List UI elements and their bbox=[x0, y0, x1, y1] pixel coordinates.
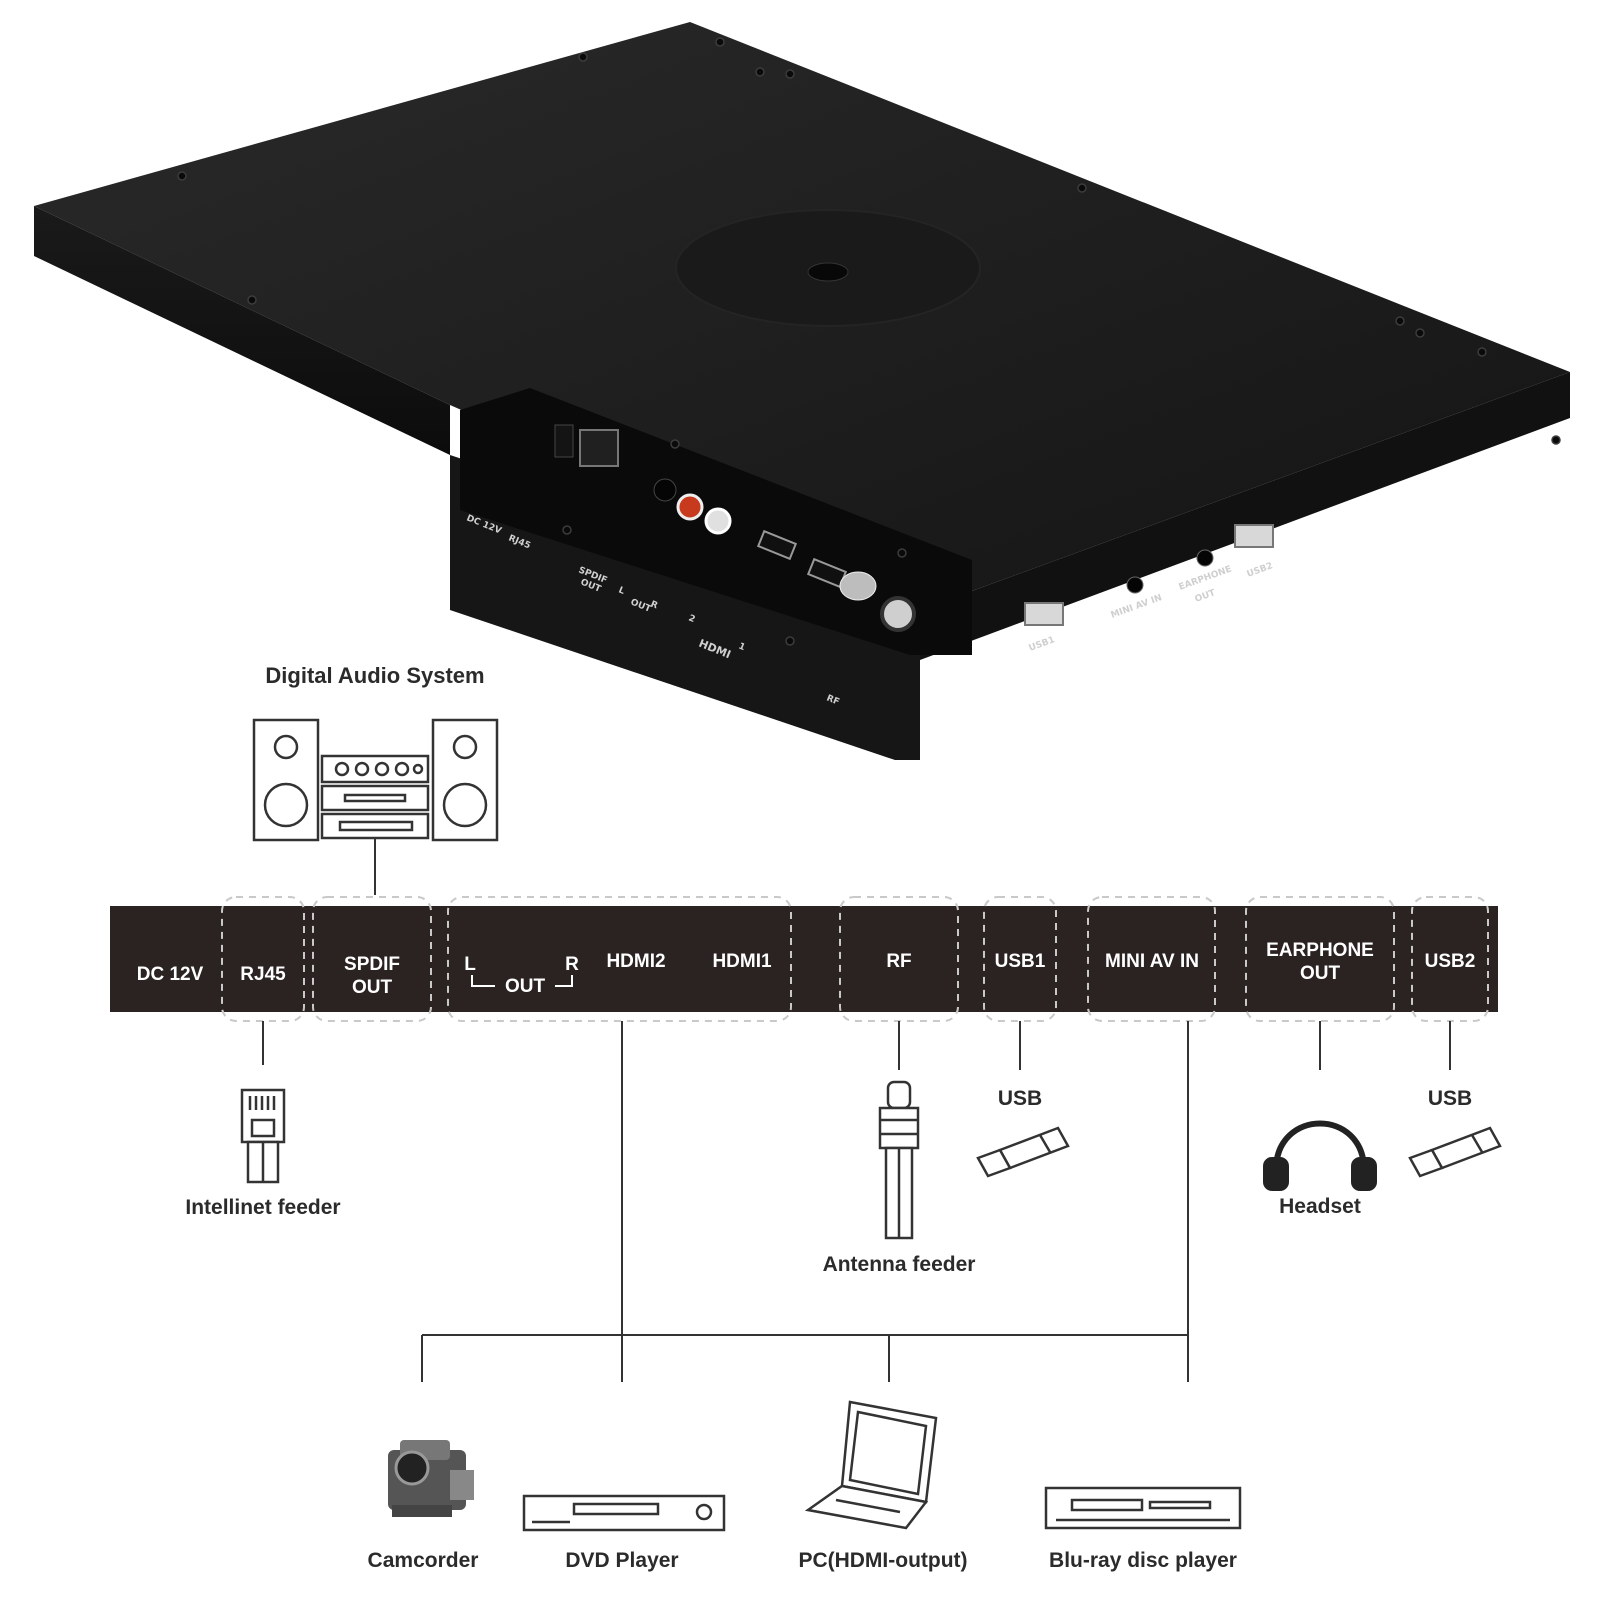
bar-label-spdif-1: SPDIF bbox=[344, 954, 400, 975]
spdif-jack bbox=[653, 478, 677, 502]
mount-center-screw bbox=[807, 262, 849, 282]
port-bar bbox=[110, 906, 1498, 1012]
intellinet-feeder-label: Intellinet feeder bbox=[185, 1196, 340, 1219]
bar-label-rj45: RJ45 bbox=[240, 964, 286, 985]
port-group-boxes bbox=[221, 896, 1489, 1022]
bluray-player-icon bbox=[1044, 1486, 1242, 1530]
camcorder-icon bbox=[388, 1440, 474, 1517]
usb-left-label: USB bbox=[998, 1087, 1042, 1110]
bar-label-earphone-1: EARPHONE bbox=[1266, 940, 1374, 961]
bar-label-hdmi2: HDMI2 bbox=[606, 951, 665, 972]
device-left-side bbox=[34, 206, 450, 455]
device-label-hdmi-2: 2 bbox=[687, 614, 697, 626]
camcorder-label: Camcorder bbox=[368, 1549, 479, 1572]
usb-right-label: USB bbox=[1428, 1087, 1472, 1110]
device-ports bbox=[554, 424, 1274, 632]
antenna-feeder-label: Antenna feeder bbox=[823, 1253, 976, 1276]
usb2-jack bbox=[1234, 524, 1274, 548]
bluray-label: Blu-ray disc player bbox=[1049, 1549, 1237, 1572]
bar-label-usb2: USB2 bbox=[1425, 951, 1476, 972]
device-screws bbox=[177, 37, 1561, 646]
bar-label-out-l: L bbox=[464, 954, 476, 975]
device-label-rf: RF bbox=[825, 694, 841, 708]
bar-label-out-r: R bbox=[565, 954, 579, 975]
bar-label-rf: RF bbox=[886, 951, 911, 972]
bar-label-dc: DC 12V bbox=[137, 964, 204, 985]
device-right-side bbox=[920, 372, 1570, 660]
device-label-hdmi-1: 1 bbox=[737, 642, 747, 654]
earphone-jack bbox=[1196, 549, 1214, 567]
bar-label-earphone-2: OUT bbox=[1300, 963, 1341, 984]
audio-system-title: Digital Audio System bbox=[265, 663, 484, 688]
port-bar-labels: DC 12V RJ45 SPDIF OUT L OUT R HDMI2 HDMI… bbox=[137, 940, 1476, 998]
group-box-spdif bbox=[312, 896, 432, 1022]
rj45-jack bbox=[579, 429, 619, 467]
rf-connector bbox=[880, 596, 916, 632]
rj45-plug-icon bbox=[240, 1088, 286, 1184]
dvd-player-label: DVD Player bbox=[565, 1549, 678, 1572]
usb-stick-left-icon bbox=[976, 1126, 1070, 1178]
mini-av-jack bbox=[1126, 576, 1144, 594]
group-box-out-hdmi bbox=[447, 896, 792, 1022]
antenna-plug-icon bbox=[878, 1080, 920, 1240]
device-label-earphone-1: EARPHONE bbox=[1178, 564, 1234, 592]
rf-connector-thread bbox=[839, 571, 877, 601]
bar-label-spdif-2: OUT bbox=[352, 977, 393, 998]
rca-right-jack bbox=[704, 507, 732, 535]
device-label-usb1: USB1 bbox=[1028, 635, 1057, 654]
device-label-earphone-2: OUT bbox=[1194, 588, 1218, 605]
dc-jack bbox=[554, 424, 574, 458]
headset-label: Headset bbox=[1279, 1195, 1361, 1218]
device-label-usb2: USB2 bbox=[1246, 561, 1275, 580]
hdmi2-jack bbox=[756, 529, 798, 561]
connector-lines bbox=[262, 1021, 1451, 1382]
audio-system-icon bbox=[252, 718, 499, 842]
headset-icon bbox=[1263, 1120, 1377, 1191]
rca-left-jack bbox=[676, 493, 704, 521]
bar-label-usb1: USB1 bbox=[995, 951, 1046, 972]
out-bracket bbox=[471, 975, 573, 987]
pc-label: PC(HDMI-output) bbox=[798, 1549, 967, 1572]
bar-label-out-word: OUT bbox=[505, 976, 546, 997]
device-label-out-l: L bbox=[617, 586, 626, 598]
group-box-rj45 bbox=[221, 896, 305, 1022]
device-label-out-r: R bbox=[649, 600, 659, 612]
monitor-device: DC 12V RJ45 SPDIF OUT L OUT R 2 1 HDMI R… bbox=[34, 22, 1570, 760]
laptop-icon bbox=[804, 1400, 938, 1530]
bar-label-hdmi1: HDMI1 bbox=[712, 951, 772, 972]
bar-label-mini-av: MINI AV IN bbox=[1105, 951, 1199, 972]
usb-stick-right-icon bbox=[1408, 1126, 1502, 1178]
device-label-mini-av: MINI AV IN bbox=[1110, 593, 1164, 621]
usb1-jack bbox=[1024, 602, 1064, 626]
dvd-player-icon bbox=[522, 1494, 726, 1532]
group-box-mini-av bbox=[1087, 896, 1216, 1022]
